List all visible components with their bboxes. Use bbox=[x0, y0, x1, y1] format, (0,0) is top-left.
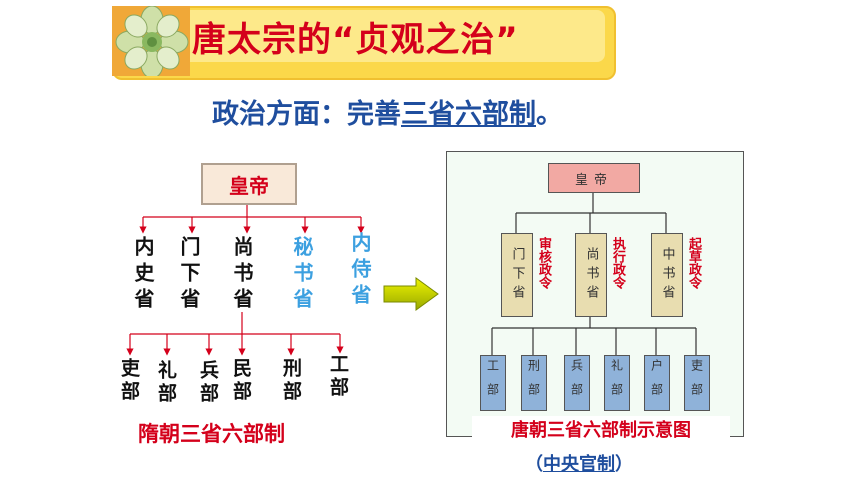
page-title: 唐太宗的“贞观之治” bbox=[192, 20, 519, 60]
sui-sheng-shangshu: 尚书省 bbox=[230, 236, 254, 314]
tang-bu-bing: 兵部 bbox=[564, 355, 590, 411]
subtitle: 政治方面：完善三省六部制。 bbox=[212, 92, 563, 131]
tang-subcaption-close: ） bbox=[615, 454, 633, 475]
sui-caption: 隋朝三省六部制 bbox=[138, 422, 285, 446]
tang-bu-gong: 工部 bbox=[480, 355, 506, 411]
tang-subcaption-open: （ bbox=[525, 454, 543, 475]
flower-icon bbox=[112, 6, 190, 76]
tang-bu-li-rites: 礼部 bbox=[604, 355, 630, 411]
sui-sheng-neishi: 内史省 bbox=[131, 236, 155, 314]
sui-bu-bing: 兵部 bbox=[197, 360, 219, 406]
sui-bu-gong: 工部 bbox=[327, 354, 349, 400]
sui-emperor-box: 皇帝 bbox=[201, 163, 297, 205]
tang-bu-li-rites-label: 礼部 bbox=[609, 359, 624, 407]
tang-bu-li-label: 吏部 bbox=[689, 359, 704, 407]
tang-func-qicao: 起草政令 bbox=[686, 237, 701, 289]
tang-func-shenhe: 审核政令 bbox=[536, 237, 551, 289]
tang-bu-bing-label: 兵部 bbox=[569, 359, 584, 407]
tang-sheng-shangshu: 尚书省 bbox=[575, 233, 607, 317]
tang-bu-gong-label: 工部 bbox=[485, 359, 500, 407]
tang-sheng-zhongshu: 中书省 bbox=[651, 233, 683, 317]
tang-emperor-box: 皇帝 bbox=[548, 163, 640, 193]
sui-connectors bbox=[126, 203, 365, 356]
tang-bu-hu: 户部 bbox=[644, 355, 670, 411]
sui-sheng-menxia: 门下省 bbox=[177, 236, 201, 314]
tang-bu-hu-label: 户部 bbox=[649, 359, 664, 407]
tang-connectors bbox=[491, 192, 697, 355]
tang-sheng-menxia: 门下省 bbox=[501, 233, 533, 317]
subtitle-highlight: 三省六部制 bbox=[401, 99, 536, 130]
sui-bu-li-rites: 礼部 bbox=[155, 360, 177, 406]
tang-sheng-menxia-label: 门下省 bbox=[509, 246, 525, 304]
tang-subcaption-text: 中央官制 bbox=[543, 454, 615, 475]
tang-sheng-zhongshu-label: 中书省 bbox=[659, 246, 675, 304]
sui-sheng-neishi-attendant: 内侍省 bbox=[348, 232, 372, 310]
sui-bu-xing: 刑部 bbox=[280, 358, 302, 404]
tang-subcaption: （中央官制） bbox=[525, 450, 633, 476]
sui-bu-min: 民部 bbox=[230, 358, 252, 404]
tang-bu-li: 吏部 bbox=[684, 355, 710, 411]
tang-func-zhixing: 执行政令 bbox=[610, 237, 625, 289]
arrow-right-icon bbox=[383, 277, 439, 311]
subtitle-suffix: 。 bbox=[536, 99, 563, 130]
sui-sheng-mishu: 秘书省 bbox=[290, 236, 314, 314]
tang-caption: 唐朝三省六部制示意图 bbox=[472, 416, 730, 446]
sui-bu-li: 吏部 bbox=[118, 358, 140, 404]
tang-bu-xing-label: 刑部 bbox=[526, 359, 541, 407]
title-banner-inner bbox=[150, 10, 605, 62]
tang-sheng-shangshu-label: 尚书省 bbox=[583, 246, 599, 304]
tang-bu-xing: 刑部 bbox=[521, 355, 547, 411]
subtitle-prefix: 政治方面：完善 bbox=[212, 99, 401, 130]
